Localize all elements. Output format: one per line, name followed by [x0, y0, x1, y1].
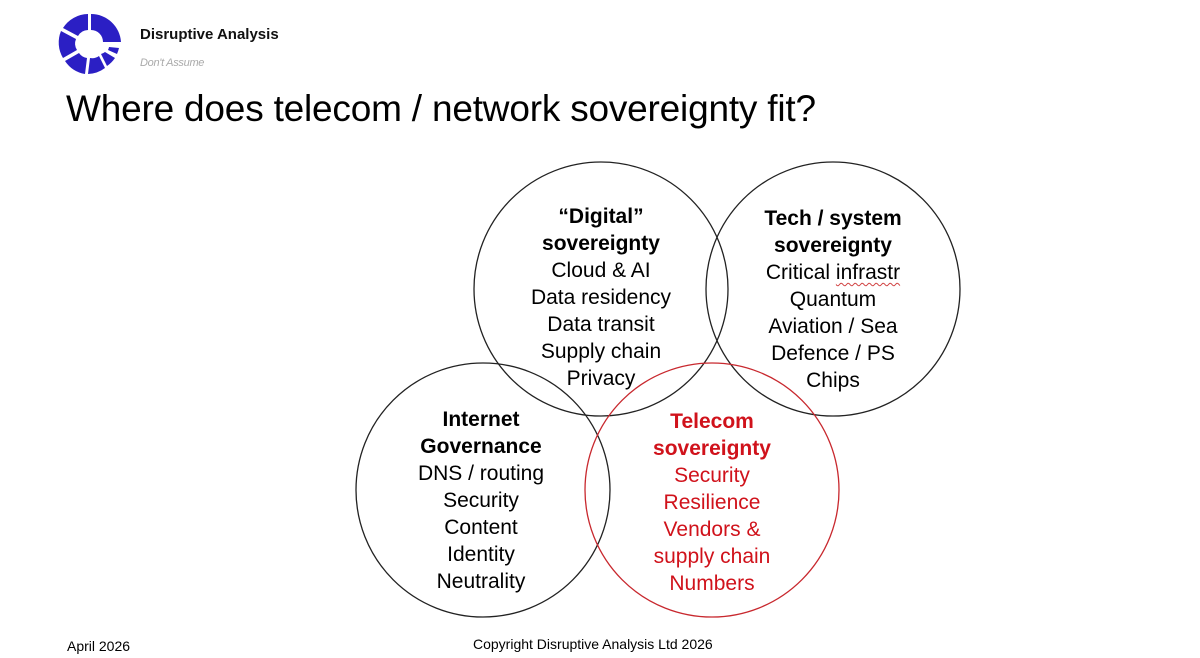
digital-item: Data transit [547, 313, 655, 336]
brand-tagline: Don't Assume [140, 57, 205, 69]
tech-heading-2: sovereignty [774, 234, 892, 257]
digital-item: Privacy [566, 367, 636, 390]
disruptive-analysis-logo-icon [58, 13, 121, 74]
telecom-item: Resilience [663, 491, 761, 514]
digital-heading-2: sovereignty [542, 232, 660, 255]
internet-item: Neutrality [436, 570, 526, 593]
tech-heading-1: Tech / system [764, 207, 902, 230]
tech-item: Quantum [789, 288, 877, 311]
digital-heading-1: “Digital” [558, 205, 644, 228]
internet-governance-label: Internet Governance DNS / routing Securi… [361, 406, 601, 595]
internet-heading-2: Governance [420, 435, 542, 458]
telecom-item: supply chain [653, 545, 771, 568]
internet-item: Security [443, 489, 519, 512]
brand-name: Disruptive Analysis [140, 26, 279, 43]
digital-item: Supply chain [540, 340, 662, 363]
telecom-heading-2: sovereignty [653, 437, 771, 460]
critical-infrastr-text: Critical infrastr [765, 261, 901, 284]
tech-item: Aviation / Sea [768, 315, 898, 338]
footer-date: April 2026 [67, 638, 131, 654]
internet-heading-1: Internet [442, 408, 520, 431]
internet-item: Content [444, 516, 518, 539]
tech-item: Critical infrastr [713, 259, 953, 286]
slide-title: Where does telecom / network sovereignty… [66, 88, 816, 129]
telecom-sovereignty-label: Telecom sovereignty Security Resilience … [592, 408, 832, 597]
telecom-heading-1: Telecom [670, 410, 754, 433]
footer-copyright: Copyright Disruptive Analysis Ltd 2026 [473, 636, 713, 652]
internet-circle [355, 362, 611, 618]
tech-item: Chips [806, 369, 860, 392]
internet-item: DNS / routing [417, 462, 545, 485]
telecom-circle [584, 362, 840, 618]
tech-circle [705, 161, 961, 417]
tech-item: Defence / PS [771, 342, 895, 365]
internet-item: Identity [447, 543, 515, 566]
digital-item: Cloud & AI [551, 259, 651, 282]
telecom-item: Vendors & [663, 518, 761, 541]
tech-sovereignty-label: Tech / system sovereignty Critical infra… [713, 205, 953, 394]
digital-item: Data residency [530, 286, 672, 309]
digital-circle [473, 161, 729, 417]
digital-sovereignty-label: “Digital” sovereignty Cloud & AI Data re… [481, 203, 721, 392]
telecom-item: Security [674, 464, 750, 487]
spellcheck-underline: infrastr [835, 261, 901, 284]
telecom-item: Numbers [669, 572, 755, 595]
